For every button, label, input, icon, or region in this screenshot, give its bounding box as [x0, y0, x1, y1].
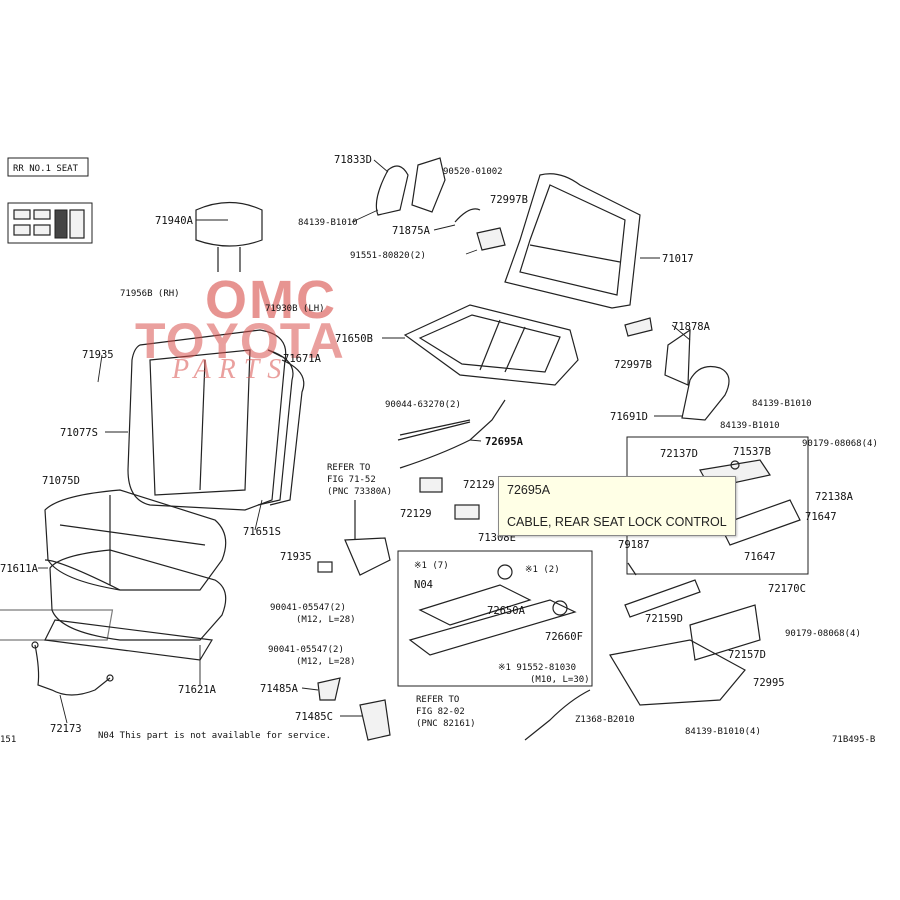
- actuator-part[interactable]: [317, 500, 391, 576]
- label-71930B[interactable]: 71930B (LH): [265, 304, 325, 314]
- label-72995[interactable]: 72995: [753, 677, 785, 689]
- svg-text:OMC: OMC: [205, 270, 337, 330]
- header-code: RR NO.1 SEAT: [13, 164, 79, 174]
- label-71485A[interactable]: 71485A: [260, 683, 299, 695]
- watermark-logo: OMC TOYOTA PARTS: [135, 270, 345, 385]
- label-90041a-2: (M12, L=28): [296, 615, 356, 625]
- label-71647b[interactable]: 71647: [744, 551, 776, 563]
- label-90179b[interactable]: 90179-08068(4): [785, 629, 861, 639]
- rod-part[interactable]: [627, 562, 637, 576]
- seatback-part[interactable]: [127, 329, 305, 511]
- label-71940A[interactable]: 71940A: [155, 215, 194, 227]
- wire-harness-part[interactable]: [31, 641, 114, 696]
- label-91552[interactable]: ※1 91552-81030: [498, 663, 576, 673]
- refer-2-line1: REFER TO: [416, 695, 459, 705]
- label-84139a[interactable]: 84139-B1010: [298, 218, 358, 228]
- label-72129b[interactable]: 72129: [400, 508, 432, 520]
- cushion-frame-part[interactable]: [403, 304, 579, 386]
- refer-2-line3: (PNC 82161): [416, 719, 476, 729]
- label-71650B[interactable]: 71650B: [335, 333, 373, 345]
- headrest-part[interactable]: [195, 201, 263, 273]
- leader-lines: [38, 159, 691, 724]
- label-71671A[interactable]: 71671A: [283, 353, 322, 365]
- clip-part-72129b[interactable]: [454, 504, 480, 520]
- label-71537B[interactable]: 71537B: [733, 446, 771, 458]
- under-cover-part[interactable]: [609, 579, 761, 706]
- figure-id: 71B495-B: [832, 735, 875, 745]
- label-84139b[interactable]: 84139-B1010: [752, 399, 812, 409]
- label-84139d[interactable]: 84139-B1010(4): [685, 727, 761, 737]
- label-x1-2: ※1 (2): [525, 565, 560, 575]
- part-labels: 71833D 90520-01002 84139-B1010 72997B 71…: [0, 154, 878, 745]
- label-72650A[interactable]: 72650A: [487, 605, 526, 617]
- label-71691D[interactable]: 71691D: [610, 411, 648, 423]
- label-72137D[interactable]: 72137D: [660, 448, 698, 460]
- label-71075D[interactable]: 71075D: [42, 475, 80, 487]
- lock-cable-part[interactable]: [397, 399, 506, 469]
- refer-1-line1: REFER TO: [327, 463, 370, 473]
- label-90044[interactable]: 90044-63270(2): [385, 400, 461, 410]
- label-72159D[interactable]: 72159D: [645, 613, 683, 625]
- label-71647a[interactable]: 71647: [805, 511, 837, 523]
- label-72173[interactable]: 72173: [50, 723, 82, 735]
- label-90179a[interactable]: 90179-08068(4): [802, 439, 878, 449]
- left-edge-text: 151: [0, 735, 16, 745]
- label-71077S[interactable]: 71077S: [60, 427, 98, 439]
- label-72157D[interactable]: 72157D: [728, 649, 766, 661]
- svg-text:PARTS: PARTS: [171, 354, 289, 385]
- tooltip-part-description: CABLE, REAR SEAT LOCK CONTROL: [507, 515, 727, 529]
- tooltip-part-code: 72695A: [507, 483, 551, 497]
- label-72660F[interactable]: 72660F: [545, 631, 583, 643]
- label-72997B-2[interactable]: 72997B: [614, 359, 652, 371]
- label-72170C[interactable]: 72170C: [768, 583, 806, 595]
- seat-position-icon: [7, 202, 93, 244]
- label-71956B[interactable]: 71956B (RH): [120, 289, 180, 299]
- label-72129a[interactable]: 72129: [463, 479, 495, 491]
- refer-1-line2: FIG 71-52: [327, 475, 376, 485]
- label-90041b[interactable]: 90041-05547(2): [268, 645, 344, 655]
- cable-harness-part[interactable]: [524, 689, 591, 741]
- label-71935[interactable]: 71935: [82, 349, 114, 361]
- label-91552-2: (M10, L=30): [530, 675, 590, 685]
- label-72695A[interactable]: 72695A: [485, 436, 524, 448]
- bolt-part[interactable]: [399, 419, 471, 436]
- label-79187[interactable]: 79187: [618, 539, 650, 551]
- refer-2-line2: FIG 82-02: [416, 707, 465, 717]
- small-cover-c-part[interactable]: [359, 699, 391, 741]
- label-N04: N04: [414, 579, 433, 591]
- label-71651S[interactable]: 71651S: [243, 526, 281, 538]
- label-71878A[interactable]: 71878A: [672, 321, 711, 333]
- label-71833D[interactable]: 71833D: [334, 154, 372, 166]
- part-tooltip: 72695A CABLE, REAR SEAT LOCK CONTROL: [498, 476, 736, 536]
- header-box: [7, 157, 89, 177]
- label-71485C[interactable]: 71485C: [295, 711, 333, 723]
- footnote-text: N04 This part is not available for servi…: [98, 731, 331, 741]
- seat-cushion-part[interactable]: [0, 489, 227, 641]
- label-90041a[interactable]: 90041-05547(2): [270, 603, 346, 613]
- svg-text:TOYOTA: TOYOTA: [135, 313, 345, 369]
- label-71017[interactable]: 71017: [662, 253, 694, 265]
- rail-group-box: [397, 550, 593, 687]
- seatback-frame-part[interactable]: [504, 173, 641, 309]
- label-90520[interactable]: 90520-01002: [443, 167, 503, 177]
- hinge-cover-part[interactable]: [375, 157, 481, 223]
- label-71935b[interactable]: 71935: [280, 551, 312, 563]
- refer-1-line3: (PNC 73380A): [327, 487, 392, 497]
- knob-part[interactable]: [476, 227, 506, 251]
- label-71621A[interactable]: 71621A: [178, 684, 217, 696]
- label-72138A[interactable]: 72138A: [815, 491, 854, 503]
- label-91551[interactable]: 91551-80820(2): [350, 251, 426, 261]
- seat-rail-part[interactable]: [408, 564, 577, 656]
- label-90041b-2: (M12, L=28): [296, 657, 356, 667]
- label-72997B[interactable]: 72997B: [490, 194, 528, 206]
- label-84139c[interactable]: 84139-B1010: [720, 421, 780, 431]
- label-71611A[interactable]: 71611A: [0, 563, 39, 575]
- label-82010[interactable]: Z1368-B2010: [575, 715, 635, 725]
- label-x1-7: ※1 (7): [414, 561, 449, 571]
- small-cover-part[interactable]: [317, 677, 341, 701]
- clip-part-72129a[interactable]: [419, 477, 443, 493]
- label-71875A[interactable]: 71875A: [392, 225, 431, 237]
- side-cover-part[interactable]: [624, 317, 730, 421]
